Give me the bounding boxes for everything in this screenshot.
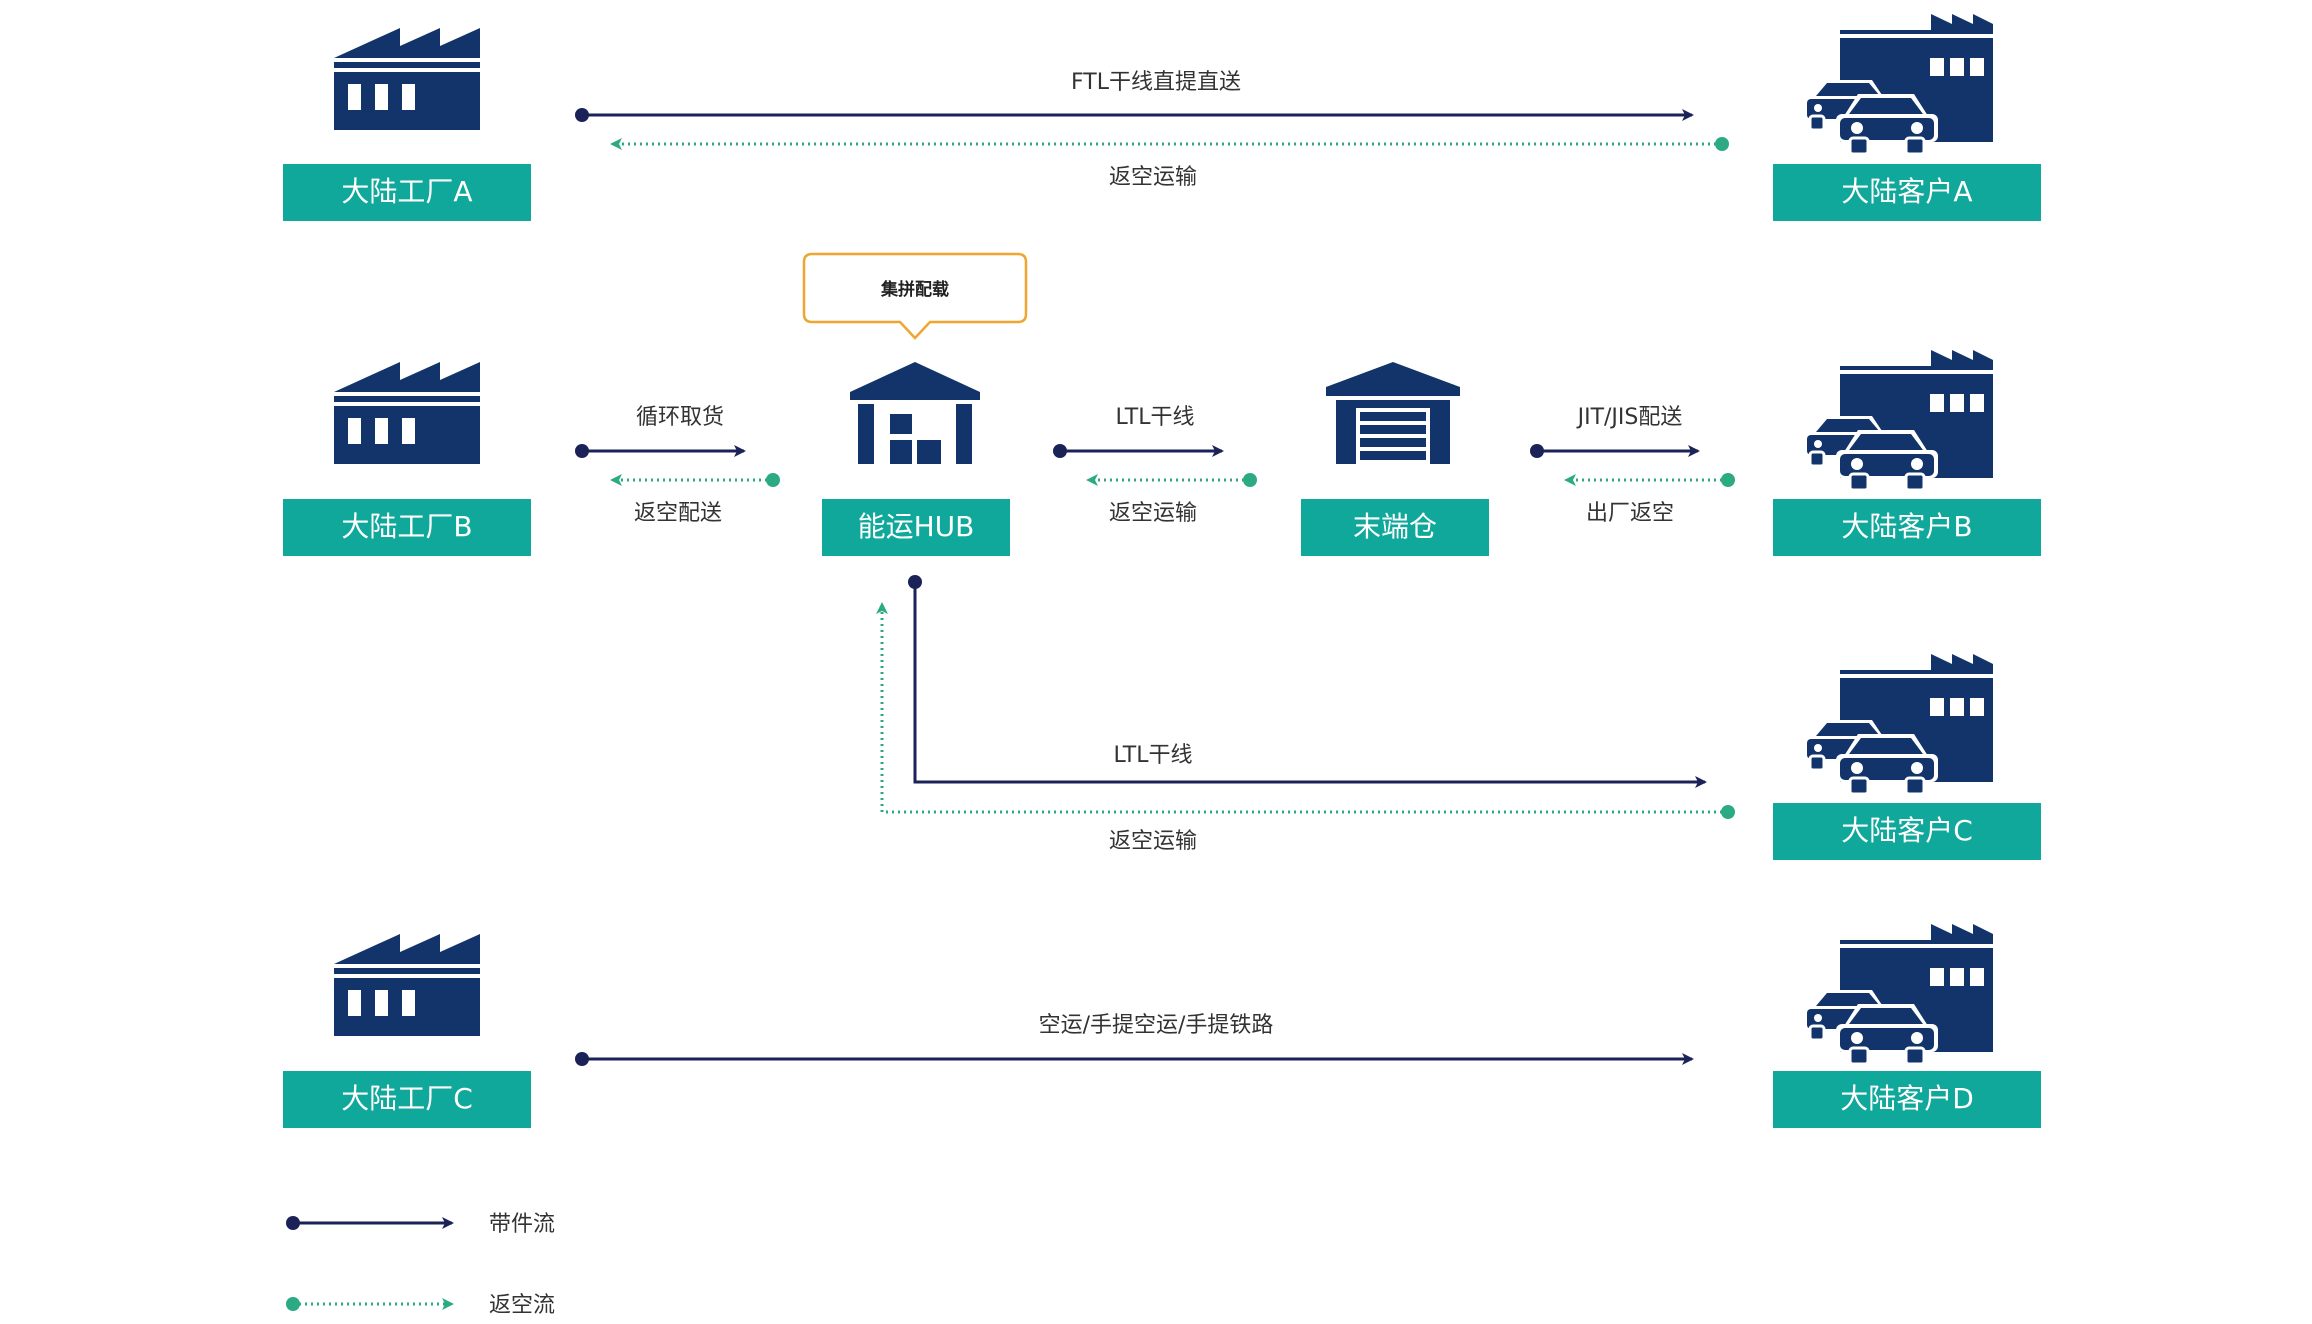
node-customer-a: 大陆客户A	[1773, 164, 2041, 221]
svg-text:大陆客户C: 大陆客户C	[1841, 814, 1973, 847]
flow-c-forward: LTL干线	[908, 575, 1707, 788]
node-customer-d: 大陆客户D	[1773, 1071, 2041, 1128]
node-factory-a: 大陆工厂A	[283, 164, 531, 221]
node-customer-c: 大陆客户C	[1773, 803, 2041, 860]
svg-text:出厂返空: 出厂返空	[1586, 501, 1674, 526]
node-factory-b: 大陆工厂B	[283, 499, 531, 556]
flow-b-pickup: 循环取货	[575, 405, 746, 458]
flow-c-return: 返空运输	[876, 602, 1735, 854]
svg-text:FTL干线直提直送: FTL干线直提直送	[1071, 70, 1241, 95]
legend-loaded: 带件流	[286, 1212, 555, 1237]
svg-text:返空流: 返空流	[489, 1293, 555, 1318]
node-factory-c: 大陆工厂C	[283, 1071, 531, 1128]
node-hub: 能运HUB	[822, 499, 1010, 556]
svg-text:空运/手提空运/手提铁路: 空运/手提空运/手提铁路	[1039, 1013, 1274, 1038]
factory-with-cars-icon	[1802, 922, 1995, 1066]
node-terminal: 末端仓	[1301, 499, 1489, 556]
flow-hub-forward: LTL干线	[1053, 405, 1224, 458]
factory-icon	[334, 28, 480, 130]
svg-text:JIT/JIS配送: JIT/JIS配送	[1576, 405, 1683, 430]
svg-text:带件流: 带件流	[489, 1212, 555, 1237]
factory-with-cars-icon	[1802, 652, 1995, 796]
svg-text:返空运输: 返空运输	[1109, 829, 1197, 854]
svg-text:大陆客户A: 大陆客户A	[1841, 175, 1972, 208]
warehouse-garage-icon	[1326, 362, 1460, 464]
factory-icon	[334, 934, 480, 1036]
svg-text:大陆工厂C: 大陆工厂C	[341, 1082, 473, 1115]
node-customer-b: 大陆客户B	[1773, 499, 2041, 556]
svg-text:返空运输: 返空运输	[1109, 501, 1197, 526]
svg-text:LTL干线: LTL干线	[1116, 405, 1195, 430]
factory-icon	[334, 362, 480, 464]
svg-text:大陆客户B: 大陆客户B	[1841, 510, 1972, 543]
factory-with-cars-icon	[1802, 12, 1995, 156]
svg-text:LTL干线: LTL干线	[1114, 743, 1193, 768]
flow-a-return: 返空运输	[610, 137, 1729, 190]
flow-terminal-forward: JIT/JIS配送	[1530, 405, 1700, 458]
warehouse-hub-icon	[850, 362, 980, 464]
factory-with-cars-icon	[1802, 348, 1995, 492]
svg-text:循环取货: 循环取货	[636, 405, 724, 430]
svg-text:大陆工厂A: 大陆工厂A	[341, 175, 472, 208]
flow-d-forward: 空运/手提空运/手提铁路	[575, 1013, 1694, 1066]
flow-terminal-return: 出厂返空	[1564, 473, 1735, 526]
flow-hub-return: 返空运输	[1086, 473, 1257, 526]
svg-text:返空运输: 返空运输	[1109, 165, 1197, 190]
flow-b-return: 返空配送	[610, 473, 780, 526]
legend: 带件流 返空流	[286, 1212, 555, 1318]
flow-a-forward: FTL干线直提直送	[575, 70, 1694, 122]
svg-text:大陆工厂B: 大陆工厂B	[341, 510, 472, 543]
callout-consolidation: 集拼配载	[802, 252, 1028, 340]
svg-text:末端仓: 末端仓	[1353, 510, 1437, 543]
svg-text:大陆客户D: 大陆客户D	[1840, 1082, 1974, 1115]
svg-text:集拼配载: 集拼配载	[880, 279, 949, 300]
legend-empty: 返空流	[286, 1293, 555, 1318]
svg-text:能运HUB: 能运HUB	[858, 510, 975, 543]
svg-text:返空配送: 返空配送	[634, 501, 722, 526]
